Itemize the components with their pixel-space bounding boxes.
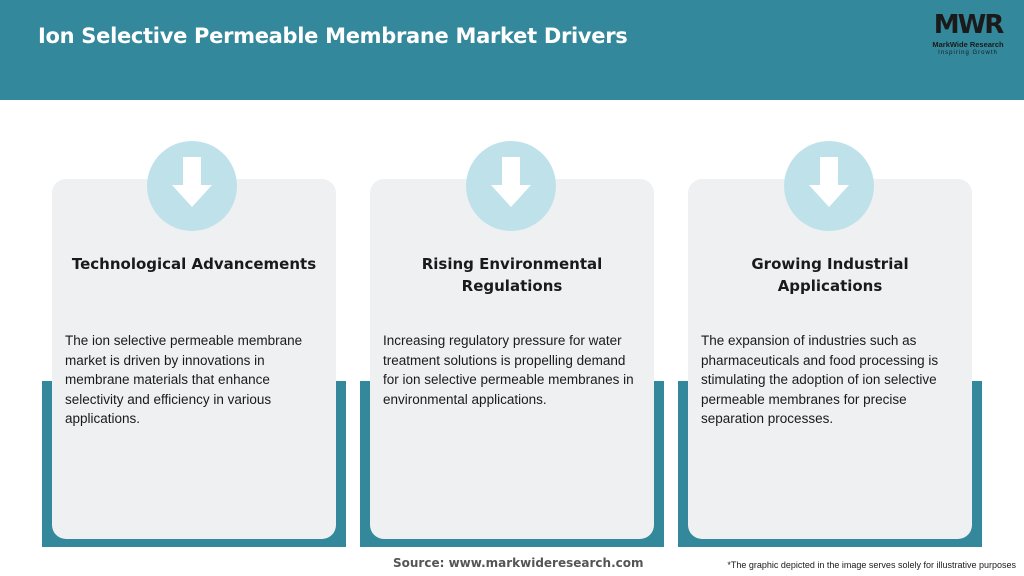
header-banner: Ion Selective Permeable Membrane Market … — [0, 0, 1024, 100]
card-text: The expansion of industries such as phar… — [701, 333, 939, 426]
source-citation: Source: www.markwideresearch.com — [393, 556, 644, 570]
disclaimer-note: *The graphic depicted in the image serve… — [727, 560, 1016, 570]
card-title: Growing Industrial Applications — [751, 255, 909, 295]
driver-card-1: Technological Advancements The ion selec… — [52, 179, 336, 539]
card-title: Technological Advancements — [71, 255, 317, 273]
logo-tagline: Inspiring Growth — [938, 50, 998, 56]
logo-name: MarkWide Research — [932, 40, 1004, 49]
logo-mark: MWR — [933, 10, 1005, 40]
arrow-down-icon — [784, 141, 874, 231]
arrow-down-icon — [466, 141, 556, 231]
arrow-down-icon — [147, 141, 237, 231]
driver-card-2: Rising Environmental Regulations Increas… — [370, 179, 654, 539]
markwide-logo: MWR MarkWide Research Inspiring Growth — [922, 10, 1014, 58]
page-title: Ion Selective Permeable Membrane Market … — [38, 24, 628, 48]
card-text: The ion selective permeable membrane mar… — [65, 333, 303, 426]
card-text: Increasing regulatory pressure for water… — [383, 333, 634, 407]
driver-card-3: Growing Industrial Applications The expa… — [688, 179, 972, 539]
card-title: Rising Environmental Regulations — [421, 255, 603, 295]
